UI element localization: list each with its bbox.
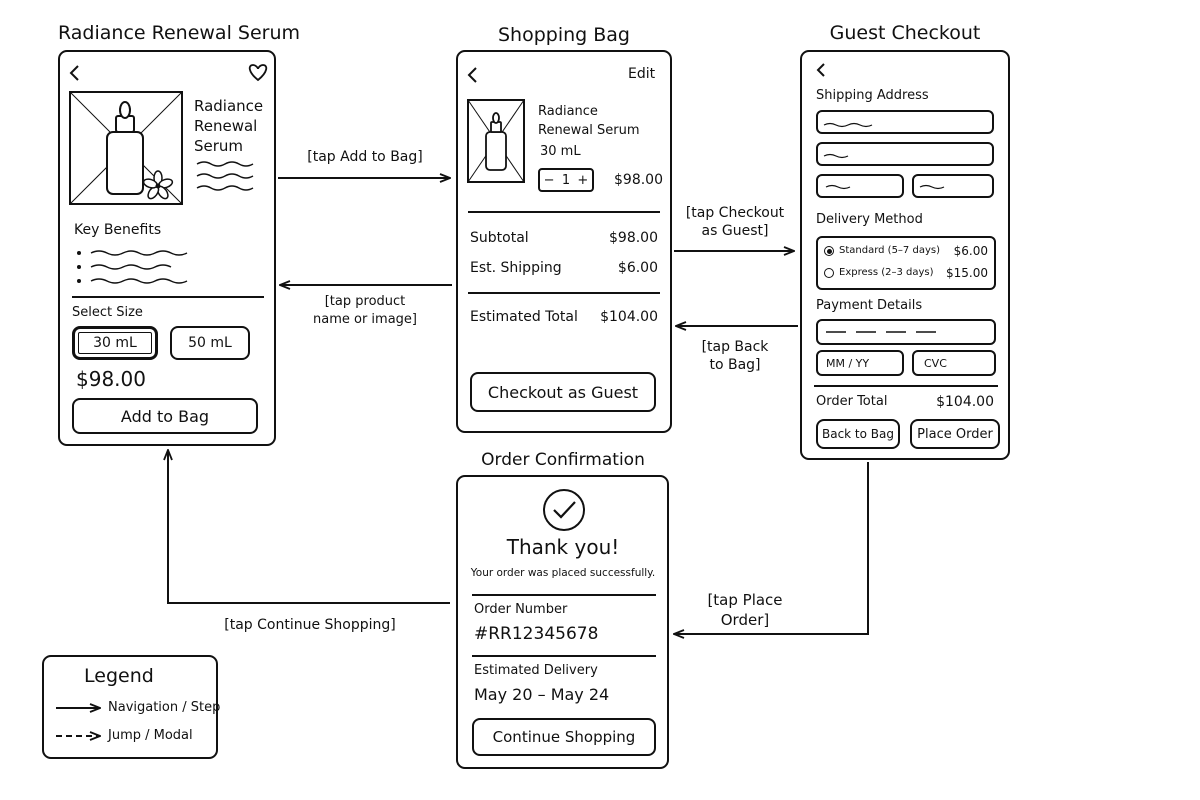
serum-bottle-icon [106, 101, 144, 195]
subtotal-label: Subtotal [470, 230, 529, 246]
standard-option-price: $6.00 [953, 244, 988, 258]
bag-screen-title: Shopping Bag [497, 24, 630, 46]
product-screen-title: Radiance Renewal Serum [58, 22, 301, 44]
address-line-2-field[interactable] [816, 142, 994, 166]
cvc-field[interactable]: CVC [912, 350, 996, 376]
shipping-label: Est. Shipping [470, 260, 562, 276]
flow-label-place-order: [tap Place Order] [707, 591, 783, 629]
legend-swatches [56, 657, 220, 761]
confirmation-screen: Thank you! Your order was placed success… [456, 475, 669, 769]
checkout-screen: Shipping Address Delivery Method Standar… [800, 50, 1010, 460]
checkout-screen-art [814, 63, 998, 387]
bag-screen-art [467, 67, 660, 294]
delivery-option-express[interactable]: Express (2–3 days) $15.00 [824, 266, 992, 284]
estimated-delivery-label: Estimated Delivery [474, 663, 598, 678]
city-field[interactable] [816, 174, 904, 198]
continue-shopping-button[interactable]: Continue Shopping [472, 718, 656, 756]
legend: Legend Navigation / Step Jump / Modal [42, 655, 221, 761]
product-name[interactable]: Radiance Renewal Serum [194, 97, 264, 155]
legend-item-navigation: Navigation / Step [108, 700, 221, 715]
place-order-button[interactable]: Place Order [910, 419, 1000, 449]
size-option-30ml[interactable]: 30 mL [72, 326, 158, 360]
bag-screen: Edit Radiance Renewal Serum 30 mL − 1 + … [456, 50, 672, 433]
confirmation-screen-title: Order Confirmation [481, 450, 645, 470]
flow-label-back-to-bag: [tap Back to Bag] [701, 339, 769, 373]
product-price: $98.00 [76, 367, 146, 391]
check-circle-icon [543, 489, 585, 531]
size-option-50ml[interactable]: 50 mL [170, 326, 250, 360]
flow-label-checkout-guest: [tap Checkout as Guest] [685, 205, 785, 239]
qty-value: 1 [561, 172, 571, 188]
checkout-screen-title: Guest Checkout [829, 22, 981, 44]
estimated-total-value: $104.00 [600, 309, 658, 325]
expiry-field[interactable]: MM / YY [816, 350, 904, 376]
qty-increase-button[interactable]: + [577, 172, 589, 188]
product-image[interactable] [69, 91, 183, 205]
confirmation-screen-art [472, 489, 656, 657]
postcode-field[interactable] [912, 174, 994, 198]
product-screen: Radiance Renewal Serum Key Benefits Sele… [58, 50, 276, 446]
bag-item-name[interactable]: Radiance Renewal Serum [538, 104, 640, 138]
estimated-total-label: Estimated Total [470, 309, 578, 325]
product-screen-art [69, 64, 268, 298]
order-total-value: $104.00 [936, 394, 994, 410]
delivery-option-standard[interactable]: Standard (5–7 days) $6.00 [824, 244, 992, 262]
shipping-value: $6.00 [617, 260, 658, 276]
checkout-as-guest-button[interactable]: Checkout as Guest [470, 372, 656, 412]
edit-button[interactable]: Edit [628, 66, 656, 82]
serum-bottle-icon [485, 112, 507, 171]
address-line-field[interactable] [816, 110, 994, 134]
standard-option-label: Standard (5–7 days) [839, 245, 940, 256]
flow-label-add-to-bag: [tap Add to Bag] [307, 149, 423, 165]
estimated-delivery-value: May 20 – May 24 [474, 685, 610, 704]
shipping-address-heading: Shipping Address [816, 88, 929, 103]
heart-icon [248, 64, 268, 82]
thank-you-heading: Thank you! [506, 535, 620, 559]
order-number-label: Order Number [474, 602, 568, 617]
add-to-bag-button[interactable]: Add to Bag [72, 398, 258, 434]
qty-decrease-button[interactable]: − [543, 172, 555, 188]
legend-title: Legend [84, 665, 154, 687]
express-option-label: Express (2–3 days) [839, 267, 934, 278]
payment-details-heading: Payment Details [816, 298, 923, 313]
flow-label-product-name: [tap product name or image] [313, 294, 417, 327]
delivery-options [816, 236, 996, 290]
chevron-left-icon [69, 65, 79, 81]
chevron-left-icon [816, 63, 825, 77]
express-option-price: $15.00 [946, 266, 988, 280]
flower-icon [142, 170, 174, 200]
arrow-continue-shopping [168, 450, 450, 604]
bag-item-size: 30 mL [540, 144, 581, 159]
quantity-stepper[interactable]: − 1 + [538, 168, 594, 192]
radio-selected-icon [824, 246, 834, 256]
bag-item-price: $98.00 [614, 172, 663, 188]
legend-item-jump: Jump / Modal [108, 728, 193, 743]
arrow-place-order [674, 462, 869, 634]
key-benefits-heading: Key Benefits [74, 222, 162, 238]
card-number-field[interactable] [816, 319, 996, 345]
order-success-message: Your order was placed successfully. [470, 567, 656, 579]
chevron-left-icon [467, 67, 477, 83]
delivery-method-heading: Delivery Method [816, 212, 923, 227]
subtotal-value: $98.00 [609, 230, 658, 246]
order-total-label: Order Total [816, 394, 888, 409]
flow-label-continue-shopping: [tap Continue Shopping] [224, 617, 396, 633]
select-size-label: Select Size [72, 305, 143, 320]
radio-empty-icon [824, 268, 834, 278]
back-to-bag-button[interactable]: Back to Bag [816, 419, 900, 449]
order-number-value: #RR12345678 [474, 624, 599, 644]
bag-item-image[interactable] [467, 99, 525, 183]
